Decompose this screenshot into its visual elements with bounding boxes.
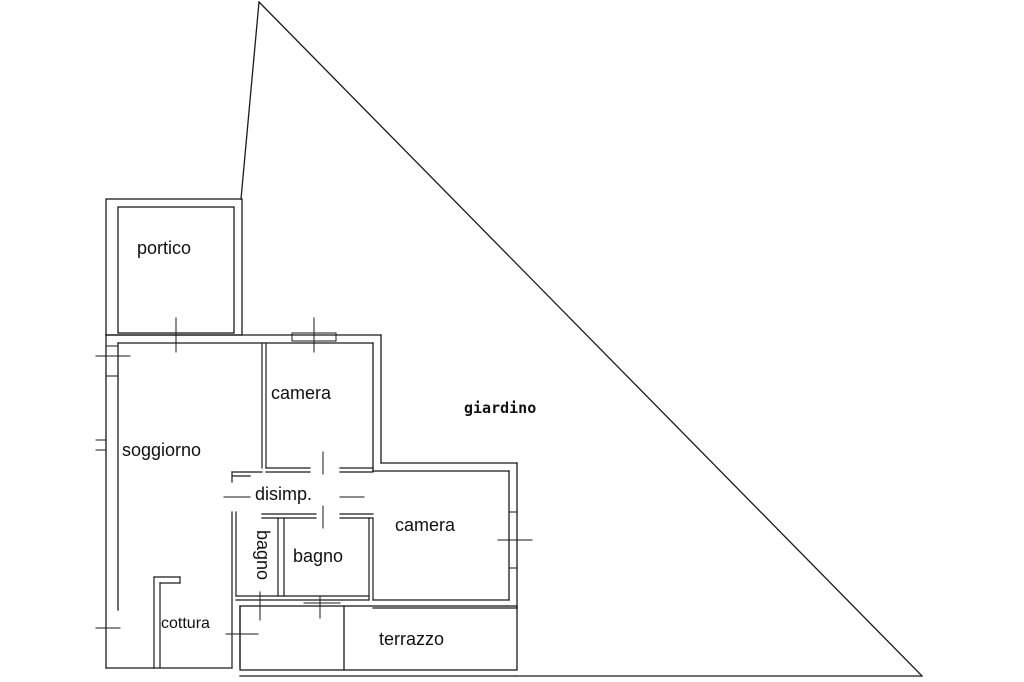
garden-boundary xyxy=(240,1,923,677)
label-cottura: cottura xyxy=(161,615,210,632)
label-camera-upper: camera xyxy=(271,383,332,403)
label-soggiorno: soggiorno xyxy=(122,440,202,460)
terrace-outline xyxy=(239,605,518,677)
label-camera-lower: camera xyxy=(395,515,456,535)
label-bagno-center: bagno xyxy=(293,546,344,566)
label-disimp: disimp. xyxy=(255,484,313,504)
exterior-walls xyxy=(105,334,518,669)
interior-walls xyxy=(153,342,374,669)
label-terrazzo: terrazzo xyxy=(379,629,445,649)
label-bagno-vertical: bagno xyxy=(253,530,273,581)
portico-walls xyxy=(105,198,243,336)
window-markers xyxy=(95,317,533,635)
label-portico: portico xyxy=(137,238,192,258)
label-giardino: giardino xyxy=(464,399,537,417)
